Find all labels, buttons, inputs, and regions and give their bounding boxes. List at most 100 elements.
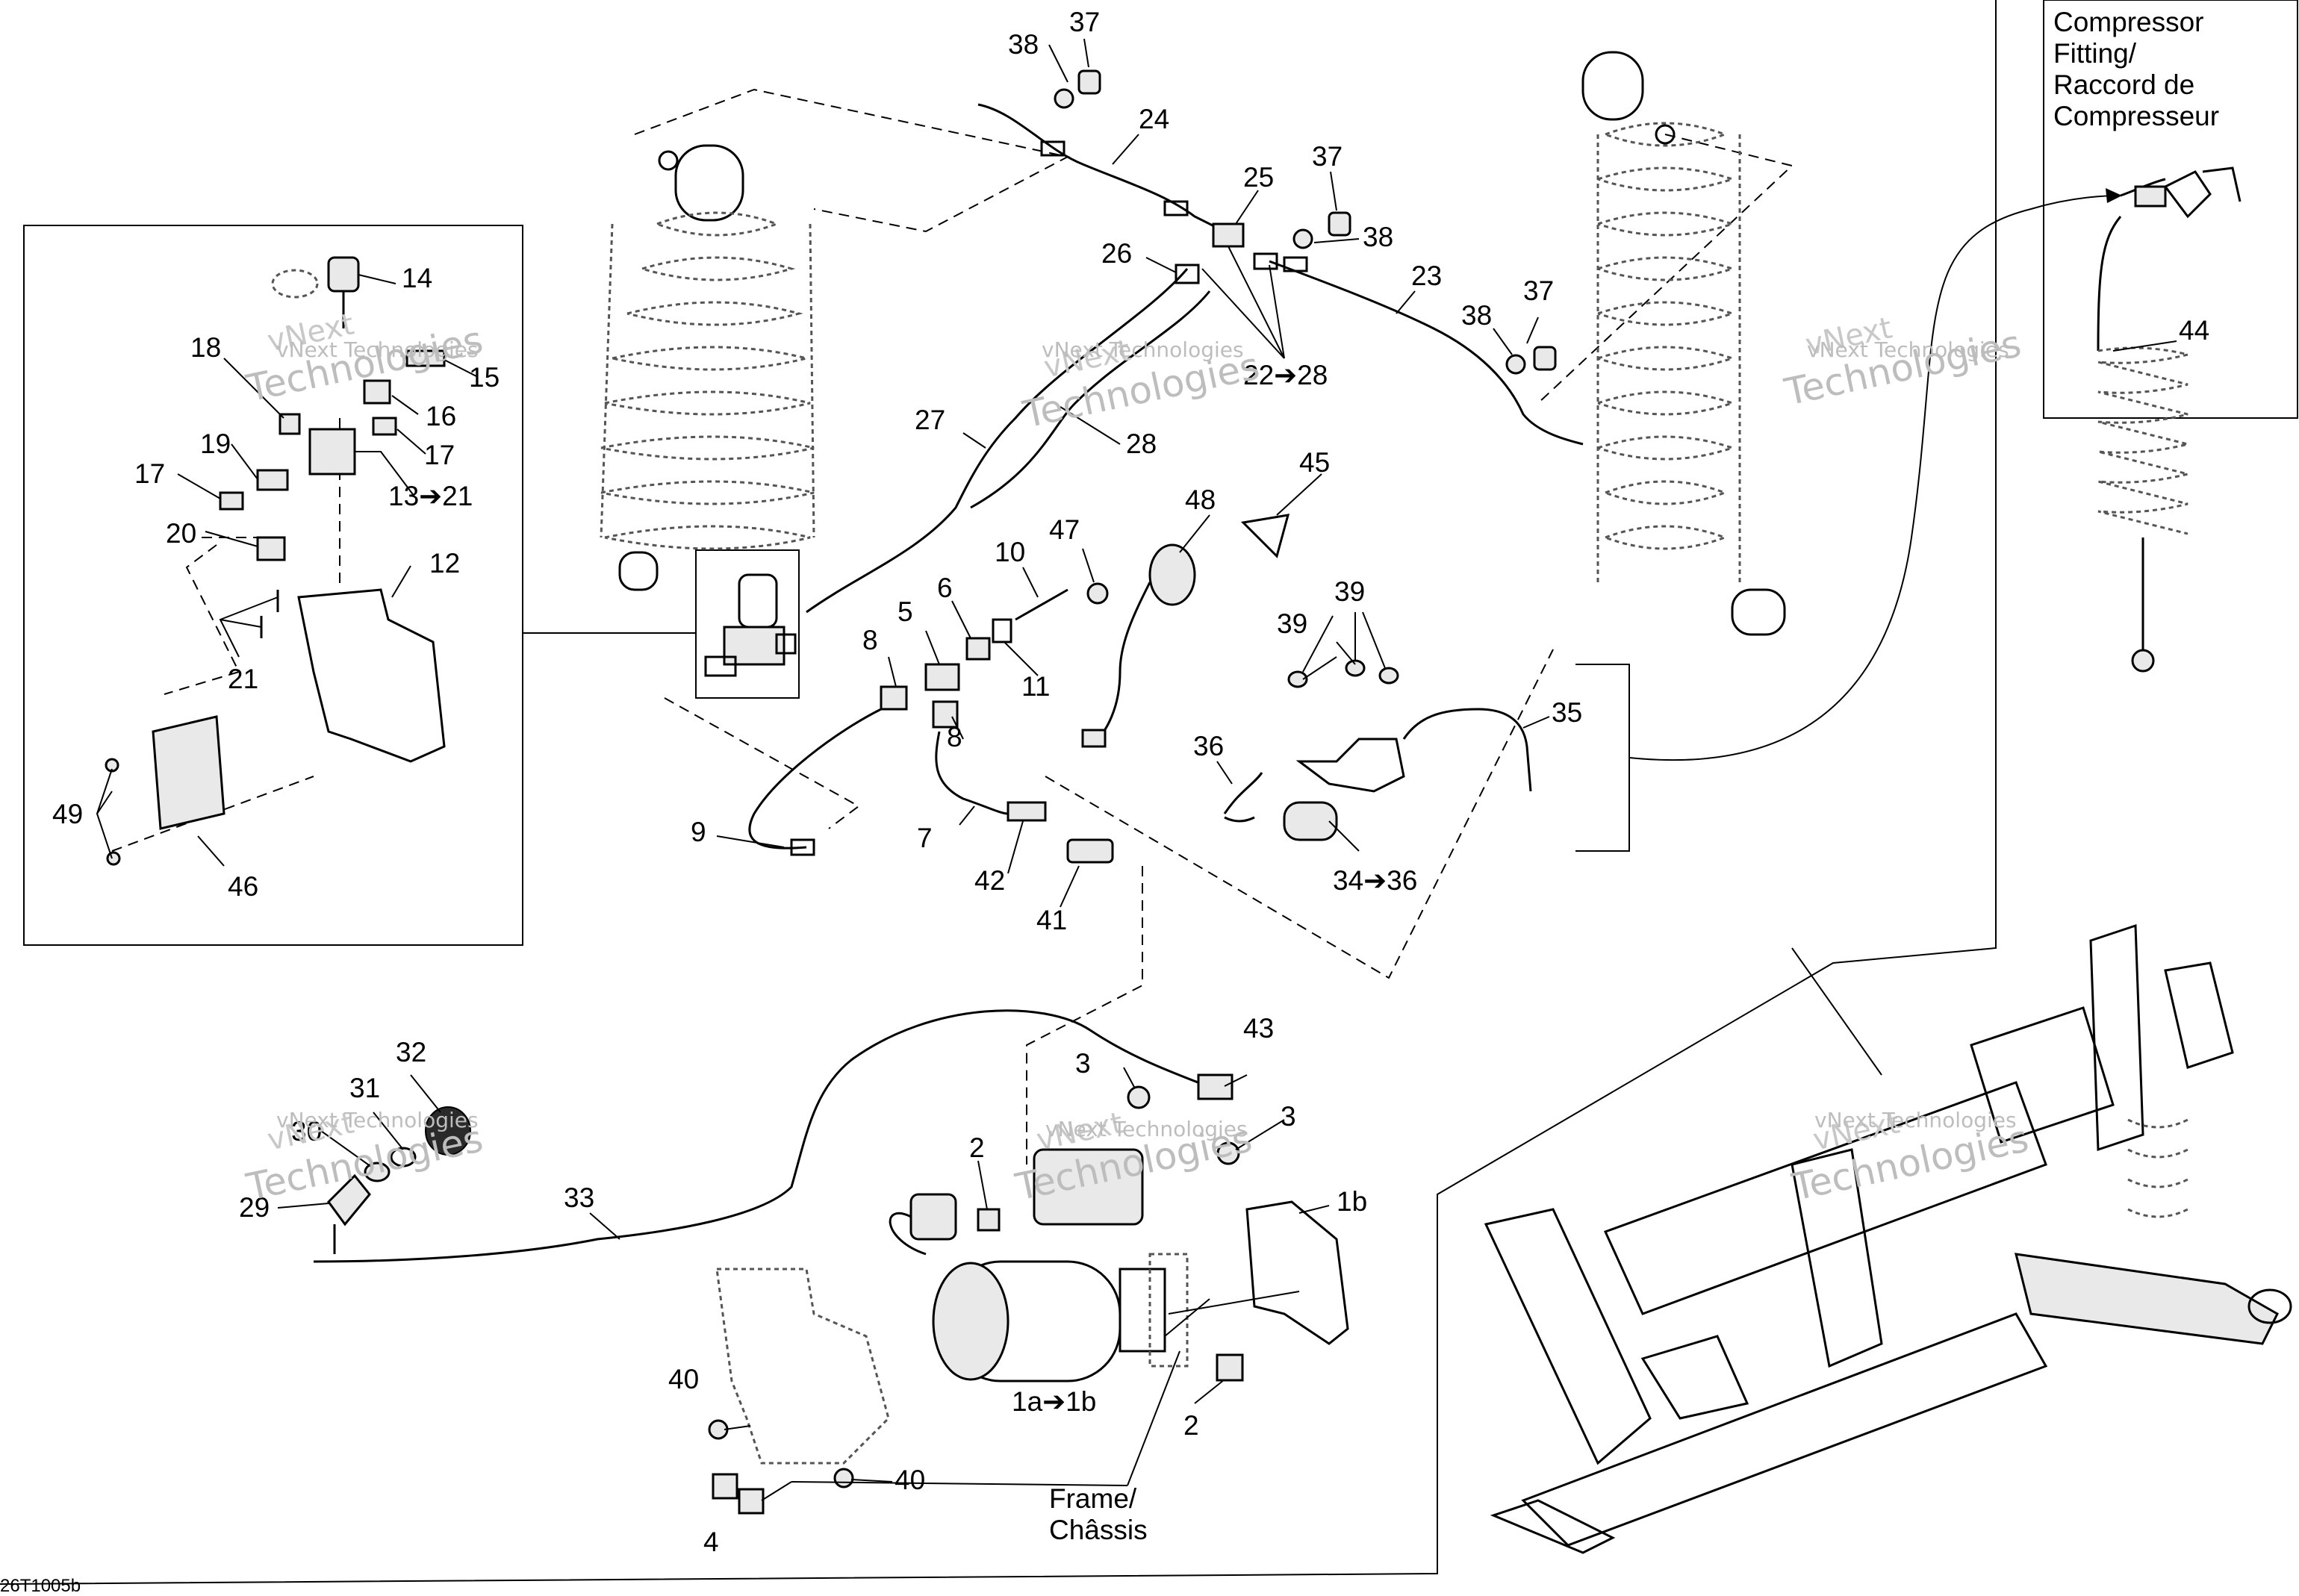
coil-hose-44 xyxy=(2097,178,2188,673)
callout-46: 46 xyxy=(228,871,258,902)
callout-8-a: 8 xyxy=(862,625,878,655)
callout-1a-1b: 1a➔1b xyxy=(1012,1386,1096,1417)
clip-37-a xyxy=(1077,69,1101,95)
washer-31 xyxy=(390,1147,417,1168)
callout-21: 21 xyxy=(228,664,258,694)
callout-33: 33 xyxy=(564,1182,594,1213)
svg-text:vNext Technologies: vNext Technologies xyxy=(1045,1117,1248,1141)
air-valve xyxy=(704,573,797,677)
compressor xyxy=(932,1148,1166,1383)
fitting-20 xyxy=(256,536,286,561)
tee-fitting-25 xyxy=(1212,222,1278,270)
clip-38-c xyxy=(1505,354,1526,375)
callout-37-a: 37 xyxy=(1069,7,1100,37)
bolt-4-a xyxy=(712,1473,738,1500)
fitting-29 xyxy=(327,1173,371,1254)
watermarks: vNext Technologies vNext Technologies vN… xyxy=(242,307,2032,1209)
callout-19: 19 xyxy=(200,428,231,459)
leader-lines xyxy=(96,38,2177,1501)
fitting-17-a xyxy=(372,417,397,436)
callout-44: 44 xyxy=(2179,315,2209,346)
caption-compressor-fitting: Compressor Fitting/ Raccord de Compresse… xyxy=(2053,7,2219,131)
clip-38-a xyxy=(1054,88,1074,109)
frame-divider-line xyxy=(0,0,1997,1585)
callout-20: 20 xyxy=(166,518,196,549)
dashed-leader-compressor xyxy=(1026,866,1143,1165)
svg-text:vNext Technologies: vNext Technologies xyxy=(1807,337,2009,362)
callout-2-b: 2 xyxy=(1183,1410,1199,1441)
hose-10 xyxy=(1015,588,1068,621)
caption-frame: Frame/ Châssis xyxy=(1049,1483,1148,1545)
callout-27: 27 xyxy=(915,405,945,435)
grommet-39-b xyxy=(1345,659,1366,677)
callout-5: 5 xyxy=(897,596,913,627)
air-line-24 xyxy=(977,103,1225,233)
callout-22-28: 22➔28 xyxy=(1243,360,1328,390)
harness-35 xyxy=(1402,708,1532,792)
dashed-leader-valve xyxy=(664,697,860,829)
connector-41 xyxy=(1066,838,1114,864)
chassis-frame xyxy=(1484,923,2292,1554)
bolt-2-bottom xyxy=(1216,1353,1244,1382)
callout-3-b: 3 xyxy=(1281,1101,1296,1132)
grommet-39-a xyxy=(1287,670,1308,688)
svg-text:Châssis: Châssis xyxy=(1049,1515,1148,1545)
connector-2 xyxy=(889,1193,957,1256)
callout-39-a: 39 xyxy=(1277,608,1307,639)
callout-9: 9 xyxy=(691,817,706,847)
callout-37-c: 37 xyxy=(1523,275,1554,306)
air-line-43 xyxy=(313,1009,1218,1263)
callout-38-a: 38 xyxy=(1008,29,1039,60)
drawing-code: 26T1005b xyxy=(0,1576,81,1596)
svg-text:vNext Technologies: vNext Technologies xyxy=(1042,337,1244,362)
fitting-17-b xyxy=(219,491,244,511)
screw-49-b xyxy=(106,851,121,866)
callout-17-b: 17 xyxy=(134,458,165,489)
callout-47: 47 xyxy=(1049,514,1080,545)
callout-28: 28 xyxy=(1126,428,1157,459)
dashed-leader-shock-right xyxy=(1537,134,1794,404)
callout-43: 43 xyxy=(1243,1013,1274,1044)
callout-25: 25 xyxy=(1243,162,1274,193)
tee-5 xyxy=(924,663,960,691)
connector-15 xyxy=(405,349,446,367)
callout-31: 31 xyxy=(349,1073,380,1103)
clip-38-b xyxy=(1292,228,1313,249)
dashed-leader-shock-left xyxy=(634,88,1070,233)
callout-15: 15 xyxy=(469,362,500,393)
callout-24: 24 xyxy=(1139,104,1169,134)
filter-32 xyxy=(425,1106,471,1156)
detail-box-valve xyxy=(695,549,800,699)
callout-40-a: 40 xyxy=(668,1364,699,1394)
sensor-48 xyxy=(1081,543,1196,748)
svg-text:vNext Technologies: vNext Technologies xyxy=(276,1108,479,1132)
callout-4: 4 xyxy=(703,1527,719,1557)
callout-10: 10 xyxy=(995,537,1025,567)
callout-labels: 38 37 24 25 37 38 23 37 38 26 22➔28 27 2… xyxy=(52,7,2209,1557)
svg-text:vNext Technologies: vNext Technologies xyxy=(276,337,479,362)
detail-box-solenoid-block xyxy=(23,225,523,946)
callout-29: 29 xyxy=(239,1192,270,1223)
svg-text:Fitting/: Fitting/ xyxy=(2053,38,2137,69)
bracket-12 xyxy=(297,588,446,763)
callout-35: 35 xyxy=(1552,697,1582,728)
dashed-leader-harness xyxy=(1045,649,1554,979)
bolt-3-b xyxy=(1216,1141,1240,1165)
clip-37-c xyxy=(1533,346,1557,371)
bracket-35 xyxy=(1575,664,1630,852)
callout-11: 11 xyxy=(1021,671,1050,702)
air-line-7 xyxy=(935,731,1009,815)
mounting-plate xyxy=(715,1253,1189,1465)
callout-30: 30 xyxy=(291,1116,322,1147)
callout-37-b: 37 xyxy=(1312,141,1343,172)
callout-48: 48 xyxy=(1185,484,1216,515)
fitting-8-b xyxy=(932,700,959,729)
air-line-23 xyxy=(1269,256,1584,446)
air-line-27 xyxy=(806,264,1200,614)
callout-1b: 1b xyxy=(1337,1186,1367,1217)
svg-text:Frame/: Frame/ xyxy=(1049,1483,1137,1514)
callout-41: 41 xyxy=(1036,905,1067,935)
svg-text:vNext Technologies: vNext Technologies xyxy=(1814,1108,2017,1132)
grommet-39-c xyxy=(1378,667,1399,685)
